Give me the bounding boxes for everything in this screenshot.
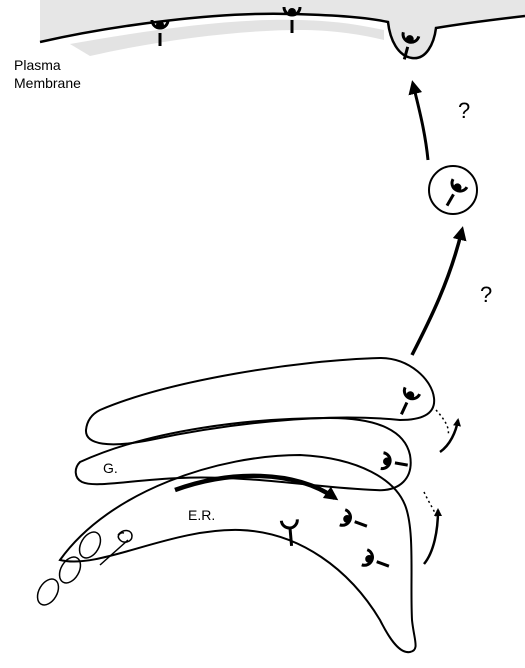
golgi-cisterna-lower	[76, 418, 411, 490]
golgi-cisterna-upper	[86, 358, 434, 444]
arrow-bud-upper	[440, 420, 458, 452]
plasma-membrane-label-line1: Plasma	[14, 57, 61, 73]
budding-dots-1	[436, 410, 448, 436]
arrow-bud-lower	[424, 510, 438, 564]
plasma-membrane-label-line2: Membrane	[14, 75, 81, 91]
question-mark-upper: ?	[458, 98, 470, 123]
transport-vesicle	[429, 166, 477, 214]
question-mark-lower: ?	[480, 282, 492, 307]
arrow-to-vesicle	[412, 230, 462, 355]
arrow-to-membrane	[413, 84, 428, 160]
er-label: E.R.	[188, 507, 215, 523]
ribosome-1	[75, 528, 105, 561]
nascent-chain-spiral	[118, 531, 132, 543]
budding-dots-2	[424, 492, 436, 518]
plasma-membrane	[40, 0, 525, 61]
ribosome-2	[55, 553, 85, 586]
ribosome-3	[33, 575, 63, 608]
golgi-label: G.	[103, 460, 118, 476]
